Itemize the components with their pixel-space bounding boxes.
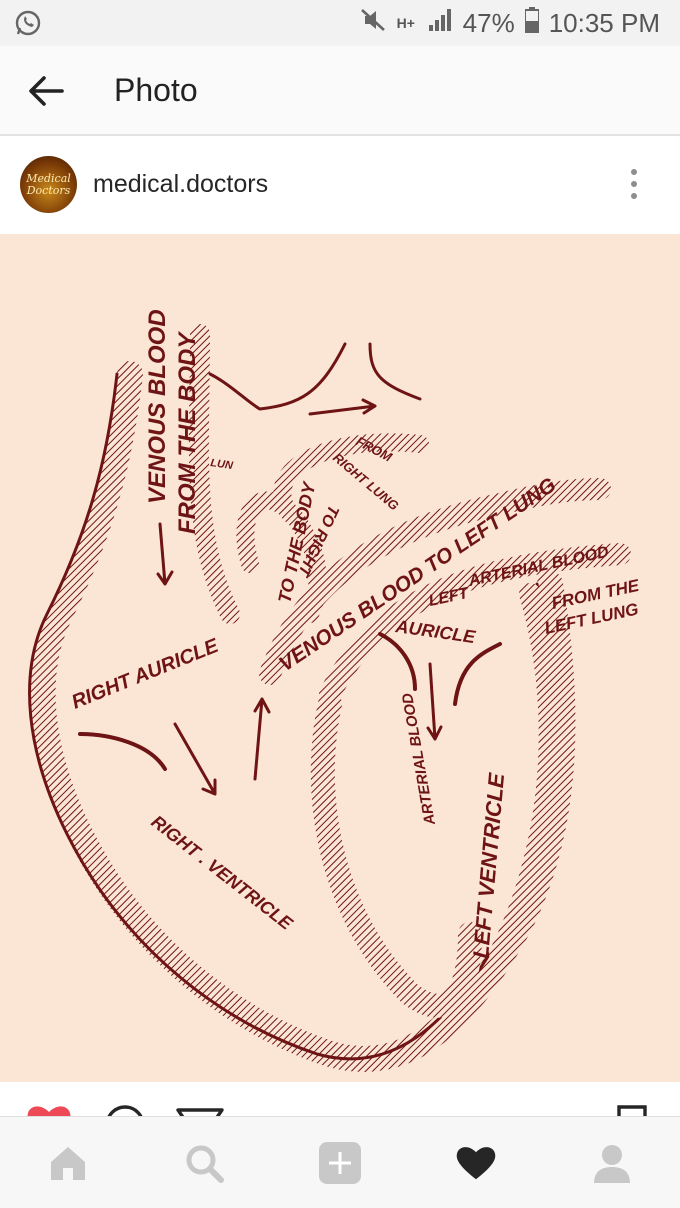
- post-image[interactable]: VENOUS BLOOD FROM THE BODY TO THE BODY T…: [0, 234, 680, 1082]
- search-icon[interactable]: [182, 1141, 226, 1185]
- post-username[interactable]: medical.doctors: [93, 170, 269, 198]
- arrow-icon: [426, 662, 443, 741]
- mitral-flap-1: [378, 632, 417, 691]
- clock: 10:35 PM: [548, 7, 660, 38]
- label-right-ventricle: RIGHT . VENTRICLE: [148, 811, 297, 934]
- signal-type-label: H+: [396, 14, 415, 31]
- profile-icon[interactable]: [590, 1141, 634, 1185]
- avatar[interactable]: Medical Doctors: [20, 156, 77, 213]
- label-right-lung: RIGHT LUNG: [330, 450, 402, 513]
- label-auricle: AURICLE: [393, 616, 477, 647]
- heart-icon[interactable]: [26, 1104, 72, 1116]
- avatar-text-line2: Doctors: [26, 183, 71, 197]
- share-icon[interactable]: [176, 1106, 224, 1116]
- arrow-icon: [308, 398, 377, 416]
- post-header: Medical Doctors medical.doctors: [0, 136, 680, 234]
- page-title: Photo: [114, 72, 198, 108]
- signal-icon: [427, 7, 453, 40]
- whatsapp-icon: [14, 9, 42, 44]
- app-bar: Photo: [0, 46, 680, 136]
- bottom-nav: [0, 1116, 680, 1208]
- tricuspid-flap: [78, 732, 167, 771]
- arrow-icon: [253, 697, 271, 781]
- aorta-arch: [208, 342, 347, 411]
- label-right-auricle: RIGHT AURICLE: [69, 635, 222, 714]
- mute-icon: [359, 7, 387, 40]
- arrow-icon: [156, 522, 174, 586]
- post-actions: [0, 1082, 680, 1116]
- heart-diagram: VENOUS BLOOD FROM THE BODY TO THE BODY T…: [28, 309, 641, 1072]
- label-from-the-body: FROM THE BODY: [174, 331, 201, 534]
- battery-percent: 47%: [462, 7, 515, 38]
- label-lung-left: LUN: [210, 457, 235, 472]
- pulmonary-artery: [259, 478, 611, 685]
- arrow-left-icon[interactable]: [26, 74, 66, 108]
- vertical-dots-icon[interactable]: [622, 166, 646, 202]
- label-venous-blood: VENOUS BLOOD: [144, 309, 171, 504]
- activity-heart-icon[interactable]: [454, 1141, 498, 1185]
- pulmonary-vein: [319, 543, 631, 705]
- vena-cava: [188, 324, 240, 624]
- septum: [310, 692, 482, 1018]
- arrow-icon: [173, 722, 217, 796]
- bookmark-icon[interactable]: [616, 1104, 648, 1116]
- comment-icon[interactable]: [104, 1104, 146, 1116]
- battery-icon: [523, 6, 540, 40]
- home-icon[interactable]: [46, 1141, 90, 1185]
- avatar-text-line1: Medical: [26, 171, 71, 185]
- mitral-flap-2: [453, 642, 502, 706]
- status-bar: H+ 47% 10:35 PM: [0, 0, 680, 46]
- add-icon[interactable]: [318, 1141, 362, 1185]
